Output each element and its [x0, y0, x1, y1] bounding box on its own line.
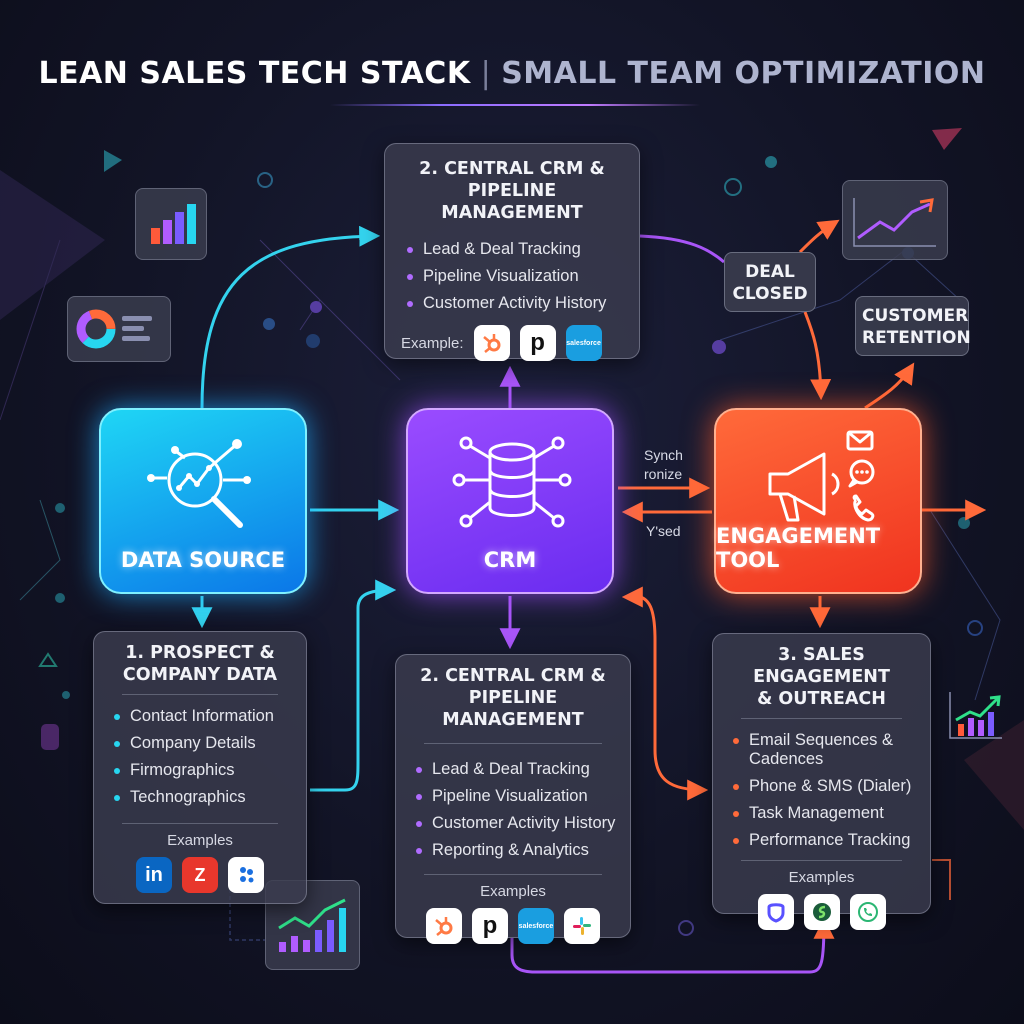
- crm-top-examples: Example: p salesforce: [401, 325, 623, 361]
- sales-engagement-list: Email Sequences & Cadences Phone & SMS (…: [727, 727, 916, 854]
- arrow-panel-to-engagement: [633, 594, 709, 801]
- title-separator: |: [480, 56, 492, 91]
- list-item: Customer Activity History: [401, 290, 623, 317]
- list-item: Lead & Deal Tracking: [401, 236, 623, 263]
- sales-engagement-title: 3. SALES ENGAGEMENT & OUTREACH: [753, 645, 890, 709]
- megaphone-icon: [768, 430, 875, 522]
- apollo-icon: [240, 867, 254, 883]
- crm-bottom-title: 2. CENTRAL CRM & PIPELINE MANAGEMENT: [420, 666, 606, 730]
- line-chart-card-top-right: [842, 180, 948, 260]
- prospect-data-list: Contact Information Company Details Firm…: [108, 703, 292, 811]
- growth-chart-icon-right: [948, 690, 1004, 744]
- linkedin-logo: in: [136, 857, 172, 893]
- analytics-search-icon: [147, 439, 251, 528]
- list-item: Contact Information: [108, 703, 292, 730]
- salesloft-icon: [812, 903, 831, 921]
- slack-icon: [573, 917, 591, 935]
- crm-pipeline-panel-bottom: 2. CENTRAL CRM & PIPELINE MANAGEMENT Lea…: [395, 654, 631, 944]
- arrow-crm-bottom-loop: [510, 919, 826, 974]
- phone-icon: [857, 902, 878, 922]
- engagement-tool-hub[interactable]: ENGAGEMENT TOOL: [714, 408, 922, 594]
- list-item: Customer Activity History: [410, 810, 616, 837]
- line-crm-top-to-deal: [639, 234, 725, 264]
- examples-label: Examples: [167, 832, 233, 849]
- used-label: Y'sed: [646, 523, 681, 539]
- outreach-icon: [767, 903, 784, 923]
- hubspot-logo: [473, 325, 510, 361]
- hubspot-icon: [482, 334, 501, 353]
- engagement-tool-label: ENGAGEMENT TOOL: [716, 524, 881, 572]
- page-title: LEAN SALES TECH STACK | SMALL TEAM OPTIMIZ…: [0, 56, 1024, 91]
- crm-top-title: 2. CENTRAL CRM & PIPELINE MANAGEMENT: [419, 159, 605, 223]
- examples-label: Examples: [480, 883, 546, 900]
- engagement-examples-logos: [727, 894, 916, 930]
- donut-chart-icon: [76, 309, 152, 349]
- hubspot-icon: [435, 917, 453, 936]
- divider: [424, 743, 602, 744]
- line-chart-icon: [853, 198, 936, 247]
- list-item: Performance Tracking: [727, 827, 916, 854]
- data-examples-logos: in Z: [108, 857, 292, 893]
- customer-retention-tag: CUSTOMER RETENTION: [855, 296, 971, 356]
- salesforce-logo: salesforce: [565, 325, 602, 361]
- list-item: Task Management: [727, 800, 916, 827]
- list-item: Email Sequences & Cadences: [727, 727, 916, 773]
- pipedrive-logo: p: [519, 325, 556, 361]
- list-item: Firmographics: [108, 757, 292, 784]
- list-item: Company Details: [108, 730, 292, 757]
- growth-chart-icon: [277, 898, 346, 952]
- list-item: Pipeline Visualization: [410, 783, 616, 810]
- arrow-data-to-crm-top: [200, 225, 381, 409]
- divider: [741, 718, 902, 719]
- divider: [122, 694, 278, 695]
- crm-examples-logos: p salesforce: [410, 908, 616, 944]
- crm-pipeline-panel-top: 2. CENTRAL CRM & PIPELINE MANAGEMENT Lea…: [384, 143, 640, 361]
- synchronize-label: Synch ronize: [644, 447, 683, 482]
- examples-label: Examples: [788, 869, 855, 886]
- prospect-data-panel: 1. PROSPECT & COMPANY DATA Contact Infor…: [93, 631, 307, 904]
- examples-label: Example:: [401, 334, 464, 352]
- slack-logo: [564, 908, 600, 944]
- title-main: LEAN SALES TECH STACK: [38, 56, 471, 91]
- arrow-deal-to-engagement: [803, 311, 832, 401]
- arrow-engagement-to-retention: [864, 362, 915, 410]
- crm-bottom-feature-list: Lead & Deal Tracking Pipeline Visualizat…: [410, 756, 616, 864]
- line-panel-right: [932, 859, 951, 900]
- prospect-data-title: 1. PROSPECT & COMPANY DATA: [122, 643, 278, 685]
- salesloft-logo: [803, 894, 840, 930]
- bar-chart-icon: [151, 204, 196, 244]
- divider: [122, 823, 278, 824]
- salesforce-logo: salesforce: [518, 908, 554, 944]
- arrow-panel-to-crm: [310, 579, 397, 792]
- sales-engagement-panel: 3. SALES ENGAGEMENT & OUTREACH Email Seq…: [712, 633, 931, 930]
- title-subtitle: SMALL TEAM OPTIMIZATION: [501, 56, 986, 91]
- background-network: [0, 128, 1024, 941]
- zoominfo-logo: Z: [182, 857, 218, 893]
- list-item: Pipeline Visualization: [401, 263, 623, 290]
- growth-chart-card-bottom-left: [265, 880, 360, 970]
- donut-chart-card: [67, 296, 171, 362]
- list-item: Technographics: [108, 784, 292, 811]
- divider: [424, 874, 602, 875]
- apollo-logo: [228, 857, 264, 893]
- pipedrive-logo: p: [472, 908, 508, 944]
- deal-closed-tag: DEAL CLOSED: [724, 252, 816, 312]
- aircall-logo: [849, 894, 886, 930]
- list-item: Phone & SMS (Dialer): [727, 773, 916, 800]
- hubspot-logo: [426, 908, 462, 944]
- data-source-hub[interactable]: DATA SOURCE: [99, 408, 307, 594]
- crm-top-feature-list: Lead & Deal Tracking Pipeline Visualizat…: [401, 236, 623, 317]
- list-item: Reporting & Analytics: [410, 837, 616, 864]
- bar-chart-card: [135, 188, 207, 260]
- crm-label: CRM: [483, 548, 537, 572]
- data-source-label: DATA SOURCE: [120, 548, 286, 572]
- outreach-logo: [757, 894, 794, 930]
- list-item: Lead & Deal Tracking: [410, 756, 616, 783]
- divider: [741, 860, 902, 861]
- database-network-icon: [452, 436, 572, 528]
- crm-hub[interactable]: CRM: [406, 408, 614, 594]
- title-underline: [330, 104, 700, 106]
- arrow-deal-to-chart: [798, 219, 840, 254]
